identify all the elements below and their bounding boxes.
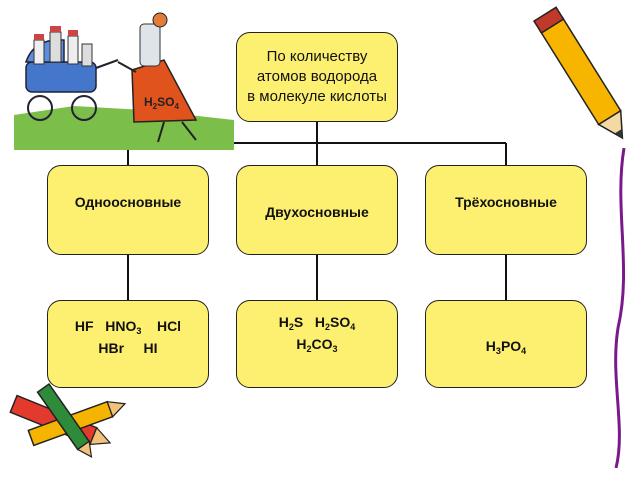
root-label-line: в молекуле кислоты bbox=[247, 88, 387, 105]
formula: H2SO4 bbox=[314, 314, 356, 332]
family-stroller-illustration: H2SO4 bbox=[14, 12, 234, 150]
formula: HCl bbox=[156, 318, 182, 334]
examples-box-monobasic: HF HNO3 HCl HBr HI bbox=[47, 300, 209, 388]
crayons-illustration bbox=[9, 383, 127, 459]
category-box-tribasic: Трёхосновные bbox=[425, 165, 587, 255]
decorative-ribbon bbox=[614, 148, 626, 468]
formula: H3PO4 bbox=[485, 338, 527, 356]
examples-line: HBr HI bbox=[75, 337, 181, 359]
formula: HBr bbox=[98, 340, 125, 356]
category-label: Двухосновные bbox=[265, 204, 369, 220]
category-label: Одноосновные bbox=[74, 194, 182, 210]
pencil-illustration bbox=[532, 6, 624, 140]
flask-label: H2SO4 bbox=[144, 95, 179, 111]
formula: H2CO3 bbox=[296, 336, 338, 354]
examples-box-tribasic: H3PO4 bbox=[425, 300, 587, 388]
root-label-line: атомов водорода bbox=[256, 68, 378, 85]
examples-box-dibasic: H2S H2SO4 H2CO3 bbox=[236, 300, 398, 388]
examples-line: H3PO4 bbox=[486, 335, 526, 357]
formula: HI bbox=[143, 340, 158, 356]
root-label-line: По количеству bbox=[266, 48, 368, 65]
formula: H2S bbox=[278, 314, 304, 332]
examples-line: H2CO3 bbox=[279, 333, 356, 355]
formula: HNO3 bbox=[105, 318, 142, 336]
category-label: Трёхосновные bbox=[455, 194, 557, 210]
examples-line: H2S H2SO4 bbox=[279, 311, 356, 333]
category-box-monobasic: Одноосновные bbox=[47, 165, 209, 255]
formula: HF bbox=[74, 318, 94, 334]
examples-line: HF HNO3 HCl bbox=[75, 315, 181, 337]
root-box: По количеству атомов водорода в молекуле… bbox=[236, 32, 398, 122]
category-box-dibasic: Двухосновные bbox=[236, 165, 398, 255]
